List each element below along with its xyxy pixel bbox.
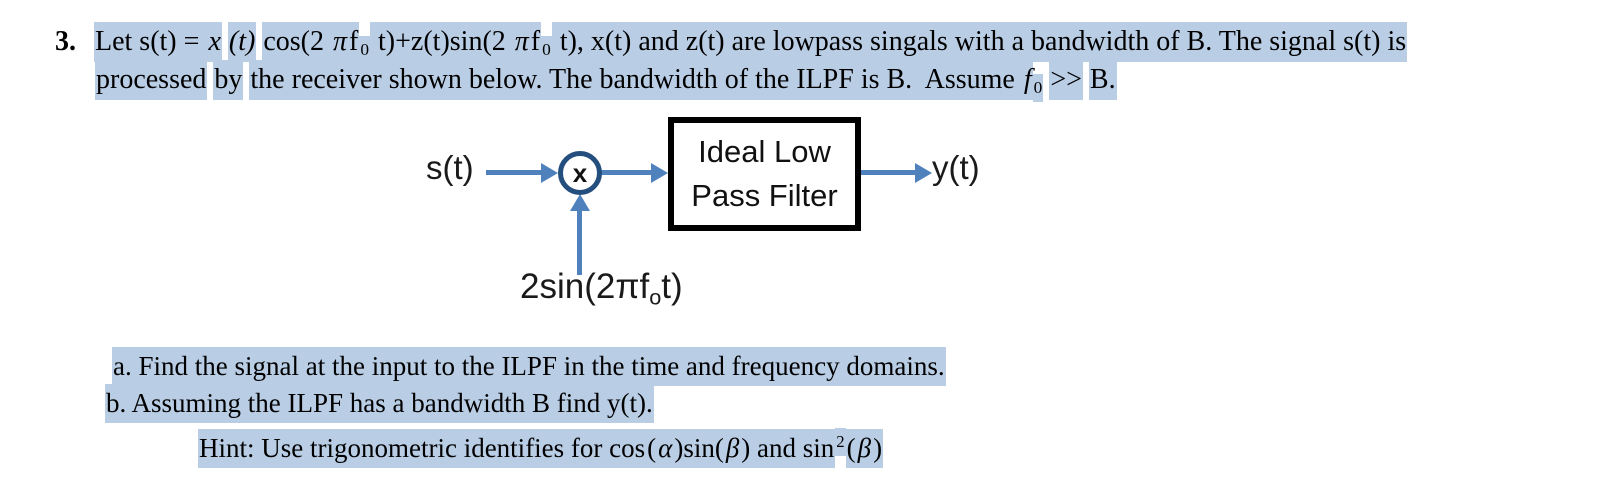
filter-label-line1: Ideal Low (698, 134, 831, 169)
question-a: a. Find the signal at the input to the I… (112, 347, 946, 386)
text-segment: processed (95, 60, 208, 100)
arrow-head (541, 163, 558, 183)
multiplier-node: x (558, 151, 602, 195)
oscillator-label: 2sin(2πfot) (520, 267, 683, 311)
text-segment: b. Assuming the ILPF has a bandwidth B f… (105, 384, 654, 423)
text-segment: Hint: Use trigonometric identifies for c… (198, 429, 647, 469)
arrow-shaft (600, 170, 654, 175)
text-segment: x (207, 22, 222, 62)
arrow-filter-to-output-icon (860, 163, 932, 183)
arrow-head (651, 163, 668, 183)
text-segment: f (1022, 60, 1033, 100)
arrow-oscillator-to-multiplier-icon (570, 194, 590, 275)
text-segment: t)+z(t)sin(2 (370, 22, 514, 62)
text-segment: cos(2 (262, 22, 332, 62)
text-segment: B. (1088, 60, 1117, 100)
text-segment: Let s(t) = (94, 22, 208, 62)
hint-line: Hint: Use trigonometric identifies for c… (198, 425, 884, 469)
arrow-head (915, 163, 932, 183)
text-segment: β (856, 429, 873, 469)
ideal-low-pass-filter-block: Ideal Low Pass Filter (668, 117, 861, 231)
text-segment: >> (1049, 60, 1083, 100)
problem-number: 3. (55, 26, 76, 57)
output-signal-label: y(t) (932, 149, 980, 186)
text-segment: α (657, 429, 674, 469)
text-segment: t) (661, 267, 683, 306)
arrow-shaft (486, 170, 544, 175)
text-segment: f (348, 22, 360, 62)
text-segment: 2 (835, 428, 846, 456)
text-segment: 0 (541, 36, 552, 65)
question-b: b. Assuming the ILPF has a bandwidth B f… (105, 384, 654, 423)
arrow-shaft (577, 207, 582, 275)
text-segment: the receiver shown below. The bandwidth … (249, 60, 1023, 100)
arrow-shaft (860, 170, 918, 175)
text-segment: ( (845, 429, 857, 469)
arrow-head (570, 194, 590, 211)
input-signal-label: s(t) (426, 149, 474, 186)
text-segment: )sin( (673, 429, 725, 469)
text-segment: (t) (227, 22, 257, 62)
filter-label-line2: Pass Filter (691, 178, 838, 213)
text-segment: 0 (1032, 74, 1044, 103)
text-segment: β (724, 429, 741, 469)
text-segment: f (529, 22, 542, 62)
multiplier-symbol: x (572, 158, 588, 188)
text-segment: by (213, 60, 244, 100)
text-segment: t), x(t) and z(t) are lowpass singals wi… (551, 22, 1408, 62)
text-segment: 2sin(2πf (520, 267, 650, 306)
text-segment: o (649, 284, 662, 310)
text-segment: π (513, 22, 530, 62)
arrow-multiplier-to-filter-icon (600, 163, 668, 183)
arrow-input-to-multiplier-icon (486, 163, 558, 183)
text-segment: ) and sin (740, 429, 836, 469)
text-segment: π (331, 22, 348, 62)
text-segment: 0 (359, 36, 371, 65)
text-segment: ( (646, 429, 658, 469)
text-segment: a. Find the signal at the input to the I… (112, 347, 946, 386)
text-segment: ) (872, 429, 884, 469)
